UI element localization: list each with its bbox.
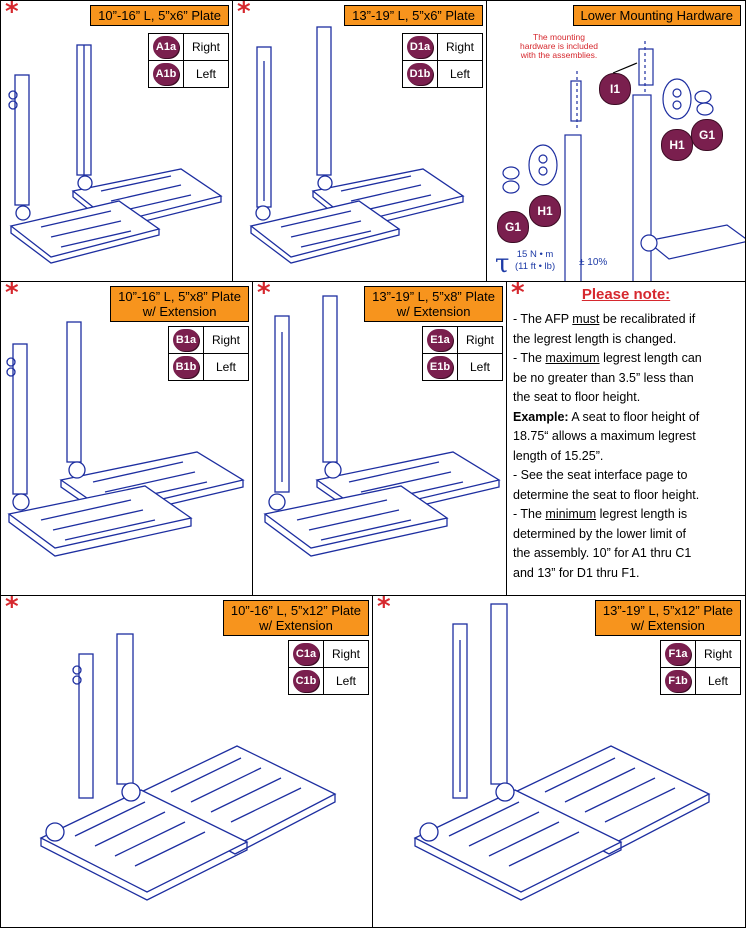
part-side-label: Left [183, 60, 229, 88]
callout-h1: H1 [661, 129, 693, 161]
footplate-drawing [8, 44, 223, 264]
part-side-label: Left [203, 353, 249, 381]
part-code-badge: F1a [665, 643, 691, 665]
callout-i1: I1 [599, 73, 631, 105]
footplate-drawing [263, 295, 501, 557]
part-side-label: Left [457, 353, 503, 381]
footplate-drawing [39, 633, 337, 901]
panel-please-note: * Please note: - The AFP must be recalib… [506, 281, 746, 597]
part-code-badge: C1b [293, 670, 319, 692]
hardware-included-note: The mounting hardware is included with t… [520, 32, 598, 60]
part-code-badge: B1b [173, 356, 199, 378]
panel-title: Lower Mounting Hardware [572, 5, 741, 26]
panel-title: 13”-19” L, 5”x6” Plate [344, 5, 483, 26]
part-code-badge: B1a [173, 329, 199, 351]
part-code-badge: D1a [407, 36, 433, 58]
part-side-label: Right [203, 326, 249, 354]
asterisk-icon: * [5, 281, 19, 308]
torque-tolerance: ± 10% [579, 257, 608, 268]
part-side-label: Right [323, 640, 369, 668]
panel-lower-mounting-hardware: Lower Mounting Hardware The mounting har… [486, 0, 746, 282]
hardware-exploded-drawing [502, 41, 745, 281]
note-text: - The AFP must be recalibrated if the le… [513, 312, 702, 580]
callout-g1: G1 [497, 211, 529, 243]
asterisk-icon: * [237, 0, 251, 27]
asterisk-icon: * [377, 595, 391, 622]
part-side-label: Right [183, 33, 229, 61]
part-side-label: Left [695, 667, 741, 695]
part-side-label: Right [457, 326, 503, 354]
part-code-badge: F1b [665, 670, 691, 692]
asterisk-icon: * [5, 0, 19, 27]
part-code-badge: E1a [427, 329, 453, 351]
part-code-badge: A1b [153, 63, 179, 85]
part-code-badge: A1a [153, 36, 179, 58]
callout-g1: G1 [691, 119, 723, 151]
torque-value: 15 N • m (11 ft • lb) [515, 249, 556, 272]
part-side-label: Left [437, 60, 483, 88]
footplate-drawing [249, 26, 465, 264]
part-code-badge: D1b [407, 63, 433, 85]
note-heading: Please note: [581, 286, 671, 303]
asterisk-icon: * [5, 595, 19, 622]
part-side-label: Left [323, 667, 369, 695]
footplate-drawing [413, 603, 711, 901]
torque-symbol: τ [495, 249, 510, 279]
panel-title: 10”-16” L, 5”x6” Plate [90, 5, 229, 26]
footplate-drawing [6, 321, 245, 557]
callout-h1: H1 [529, 195, 561, 227]
asterisk-icon: * [511, 281, 525, 308]
part-code-badge: C1a [293, 643, 319, 665]
part-code-badge: E1b [427, 356, 453, 378]
asterisk-icon: * [257, 281, 271, 308]
